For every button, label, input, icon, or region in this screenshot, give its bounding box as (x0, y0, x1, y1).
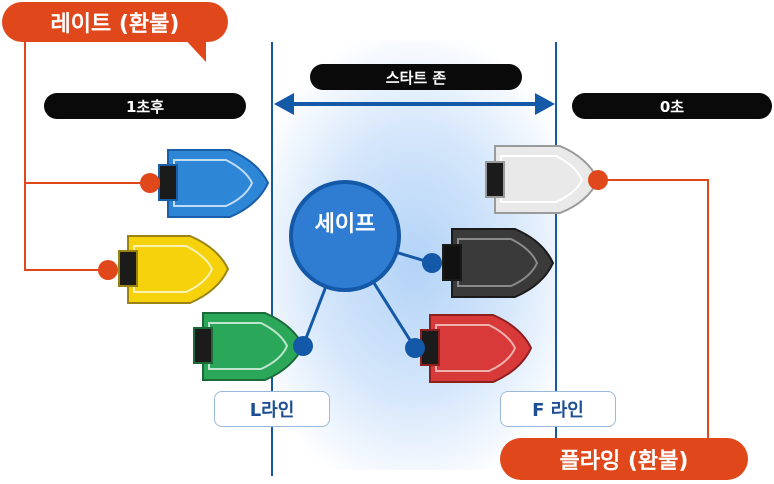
l-line-label: L라인 (214, 391, 330, 427)
black-boat (442, 228, 555, 298)
black-boat-dot (422, 253, 442, 273)
green-boat (193, 312, 305, 381)
safe-label: 세이프 (314, 212, 376, 237)
start-zone-arrow (274, 93, 555, 115)
rate-refund-label: 레이트 (환불) (2, 2, 228, 42)
yellow-boat-dot (98, 260, 118, 280)
blue-boat (158, 149, 270, 218)
white-boat (485, 145, 600, 214)
flying-refund-label: 플라잉 (환불) (500, 438, 748, 480)
yellow-boat (118, 235, 230, 304)
green-boat-dot (293, 336, 313, 356)
f-line-label: F 라인 (500, 391, 616, 427)
red-boat-dot (405, 338, 425, 358)
safe-circle (289, 180, 401, 292)
blue-boat-dot (140, 173, 160, 193)
white-boat-dot (588, 170, 608, 190)
rate-connector (24, 40, 150, 271)
flying-connector (598, 179, 709, 452)
start-zone-pill: 스타트 존 (310, 64, 522, 90)
zero-sec-pill: 0초 (572, 93, 772, 119)
one-sec-after-pill: 1초후 (44, 93, 246, 119)
red-boat (420, 314, 533, 383)
